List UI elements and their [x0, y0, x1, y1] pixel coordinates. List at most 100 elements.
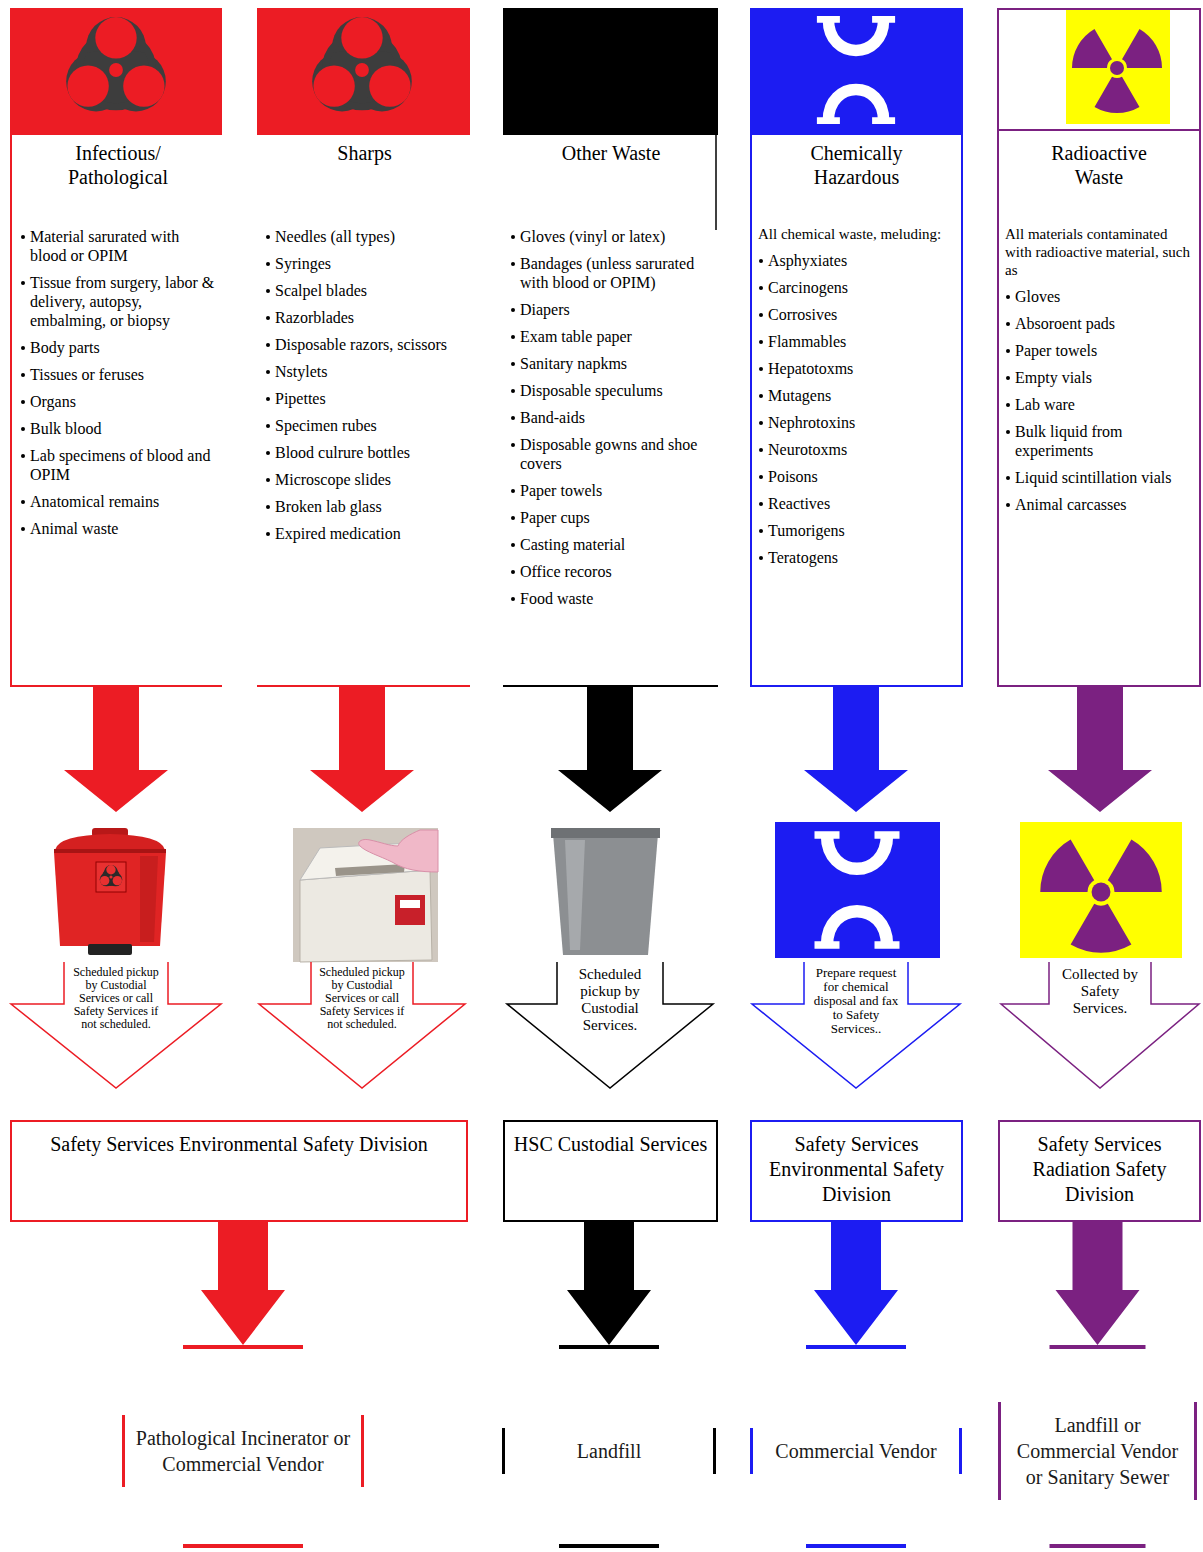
- border-line: [997, 129, 1201, 131]
- category-box: Radioactive WasteAll materials contamina…: [997, 8, 1201, 687]
- arrow-outline: [258, 812, 466, 1091]
- bracket-side: [1194, 1402, 1197, 1500]
- sharps-container: [293, 828, 438, 962]
- waste-item: Expired medication: [265, 524, 464, 543]
- waste-item: Microscope slides: [265, 470, 464, 489]
- waste-item: Liquid scintillation vials: [1005, 468, 1193, 487]
- waste-item: Disposable razors, scissors: [265, 335, 464, 354]
- bin-label: [96, 862, 126, 892]
- waste-item: Paper towels: [510, 481, 712, 500]
- bracket-side: [122, 1415, 125, 1487]
- arrow-outline: [507, 962, 713, 1088]
- disposal-method: Commercial Vendor: [761, 1438, 951, 1464]
- instruction-arrow: Prepare request for chemical disposal an…: [751, 812, 961, 1091]
- waste-item: Tissues or feruses: [20, 365, 216, 384]
- waste-item: Lab ware: [1005, 395, 1193, 414]
- waste-item: Paper cups: [510, 508, 712, 527]
- category-box: SharpsNeedles (all types)SyringesScalpel…: [257, 8, 470, 687]
- bin-rim: [54, 849, 166, 853]
- waste-item: Pipettes: [265, 389, 464, 408]
- bracket-side: [959, 1428, 962, 1474]
- waste-item: Syringes: [265, 254, 464, 273]
- disposal-box: Pathological Incinerator or Commercial V…: [118, 1345, 368, 1550]
- photo-ground: [293, 828, 438, 962]
- instruction-text: Prepare request for chemical disposal an…: [808, 966, 904, 1036]
- basket-rim: [551, 828, 660, 838]
- flow-arrow: [804, 687, 908, 812]
- flow-arrow: [567, 1222, 651, 1345]
- flow-arrow: [1048, 687, 1152, 812]
- category-title: Infectious/ Pathological: [56, 141, 181, 219]
- arrow-outline: [751, 812, 961, 1091]
- waste-item: Bulk liquid from experiments: [1005, 422, 1193, 460]
- waste-item: Exam table paper: [510, 327, 712, 346]
- waste-item: Lab specimens of blood and OPIM: [20, 446, 216, 484]
- handler-box: Safety Services Environmental Safety Div…: [10, 1120, 468, 1222]
- category-title: Chemically Hazardous: [794, 141, 919, 219]
- radiation-icon: [1072, 29, 1162, 113]
- arrow-outline: [1001, 962, 1199, 1088]
- flow-arrow: [64, 687, 168, 812]
- handler-box: Safety Services Radiation Safety Divisio…: [998, 1120, 1201, 1222]
- waste-item: Reactives: [758, 494, 955, 513]
- disposal-box: Landfill or Commercial Vendor or Sanitar…: [994, 1345, 1201, 1550]
- basket-body: [553, 834, 658, 955]
- waste-basket: [551, 828, 660, 955]
- arrow-outline: [1000, 812, 1200, 1091]
- waste-item: Empty vials: [1005, 368, 1193, 387]
- bracket-bar: [559, 1544, 659, 1548]
- waste-item: Sanitary napkms: [510, 354, 712, 373]
- sharps-banner: [257, 8, 470, 135]
- waste-item: Band-aids: [510, 408, 712, 427]
- bracket-bar: [1050, 1544, 1146, 1548]
- container-slot: [335, 864, 405, 876]
- flow-arrow: [201, 1222, 285, 1345]
- intro-text: All materials contaminated with radioact…: [1005, 225, 1193, 279]
- waste-item: Bandages (unless sarurated with blood or…: [510, 254, 712, 292]
- handler-box: HSC Custodial Services: [503, 1120, 718, 1222]
- waste-item: Disposable gowns and shoe covers: [510, 435, 712, 473]
- biohazard-bin: [54, 828, 166, 955]
- other-waste-banner: [503, 8, 718, 135]
- bracket-side: [361, 1415, 364, 1487]
- waste-item: Specimen rubes: [265, 416, 464, 435]
- bracket-side: [998, 1402, 1001, 1500]
- waste-item: Tissue from surgery, labor & delivery, a…: [20, 273, 216, 330]
- category-box: Chemically HazardousAll chemical waste, …: [750, 8, 963, 687]
- waste-item: Casting material: [510, 535, 712, 554]
- flow-arrow: [1056, 1222, 1140, 1345]
- category-title: Radioactive Waste: [1037, 141, 1162, 219]
- basket-highlight: [565, 840, 585, 950]
- handler-name: HSC Custodial Services: [513, 1132, 708, 1157]
- waste-item: Body parts: [20, 338, 216, 357]
- category-title: Sharps: [302, 141, 427, 219]
- waste-item: Neurotoxms: [758, 440, 955, 459]
- waste-item: Diapers: [510, 300, 712, 319]
- chemical-icon: [815, 835, 900, 945]
- chemical-sign: [775, 822, 940, 958]
- disposal-method: Pathological Incinerator or Commercial V…: [133, 1425, 353, 1477]
- waste-item: Tumorigens: [758, 521, 955, 540]
- container-label: [400, 900, 420, 908]
- waste-item: Animal waste: [20, 519, 216, 538]
- waste-item: Poisons: [758, 467, 955, 486]
- waste-item: Asphyxiates: [758, 251, 955, 270]
- bracket-bar: [1050, 1345, 1146, 1349]
- waste-item: Animal carcasses: [1005, 495, 1193, 514]
- arrow-outline: [506, 812, 714, 1091]
- biohazard-icon: [66, 17, 166, 111]
- bin-shade: [140, 856, 158, 942]
- arrow-outline: [10, 812, 222, 1091]
- instruction-text: Scheduled pickup by Custodial Services o…: [68, 966, 164, 1031]
- instruction-arrow: Scheduled pickup by Custodial Services o…: [258, 812, 466, 1091]
- disposal-box: Landfill: [498, 1345, 720, 1550]
- container-body: [300, 870, 432, 962]
- waste-item: Gloves (vinyl or latex): [510, 227, 712, 246]
- handler-name: Safety Services Environmental Safety Div…: [20, 1132, 458, 1157]
- instruction-text: Scheduled pickup by Custodial Services.: [561, 966, 659, 1034]
- bracket-side: [502, 1428, 505, 1474]
- disposal-box: Commercial Vendor: [746, 1345, 966, 1550]
- biohazard-icon: [312, 17, 412, 111]
- category-box: Infectious/ PathologicalMaterial sarurat…: [10, 8, 222, 687]
